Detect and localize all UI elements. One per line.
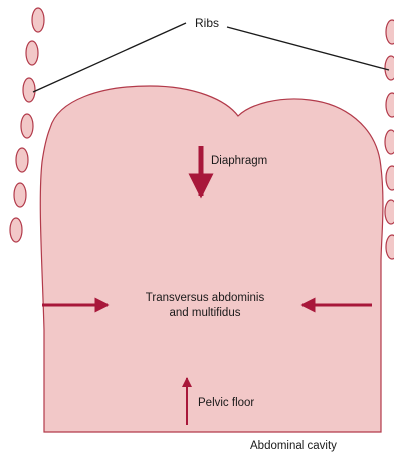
rib-right-4 (385, 130, 394, 154)
diaphragm-label: Diaphragm (211, 155, 267, 167)
ribs-leader-right (227, 27, 389, 70)
rib-right-1 (386, 20, 394, 44)
rib-left-1 (32, 8, 44, 32)
ribs-leader-left (33, 23, 186, 92)
ribs-label: Ribs (195, 16, 219, 30)
rib-right-2 (385, 56, 394, 80)
rib-left-6 (14, 183, 26, 207)
pelvic-floor-label: Pelvic floor (198, 397, 254, 409)
rib-right-3 (386, 93, 394, 117)
transversus-label-line2: and multifidus (170, 307, 241, 319)
abdominal-cavity-label: Abdominal cavity (250, 440, 337, 452)
rib-right-5 (386, 166, 394, 190)
rib-left-3 (23, 78, 35, 102)
rib-right-7 (386, 235, 394, 259)
rib-left-2 (26, 41, 38, 65)
transversus-label-line1: Transversus abdominis (146, 292, 265, 304)
left-ribs (10, 8, 44, 242)
abdominal-cavity-shape (40, 86, 383, 432)
rib-left-5 (16, 148, 28, 172)
right-ribs (385, 20, 394, 259)
rib-left-7 (10, 218, 22, 242)
rib-left-4 (21, 114, 33, 138)
rib-right-6 (385, 200, 394, 224)
